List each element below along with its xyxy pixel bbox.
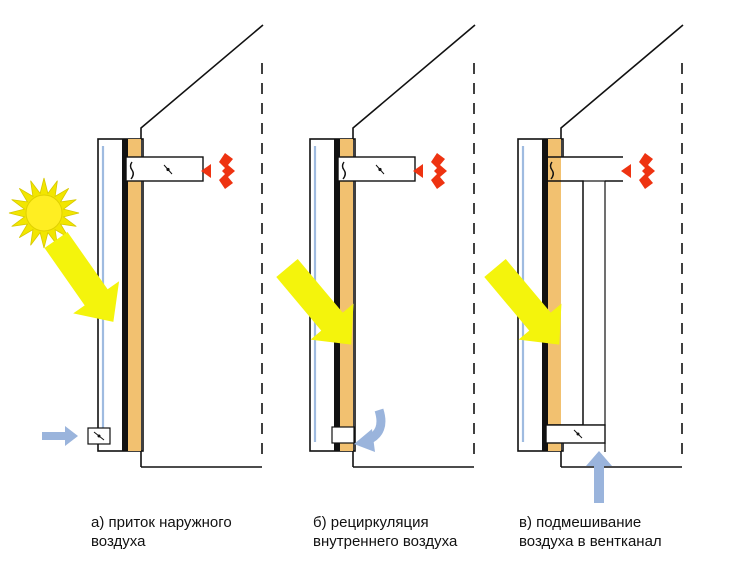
room-air-inlet-arrow-c xyxy=(586,451,612,503)
outside-air-inlet-arrow-a xyxy=(42,426,78,446)
caption-b-line1: б) рециркуляция xyxy=(313,514,429,531)
caption-a: а) приток наружного воздуха xyxy=(91,513,232,551)
panel-a xyxy=(8,24,264,468)
caption-a-line1: а) приток наружного xyxy=(91,514,232,531)
bottom-opening-b xyxy=(331,426,355,444)
caption-a-line2: воздуха xyxy=(91,533,146,550)
caption-b: б) рециркуляция внутреннего воздуха xyxy=(313,513,457,551)
caption-c: в) подмешивание воздуха в вентканал xyxy=(519,513,662,551)
house-outline-a xyxy=(140,24,264,468)
vent-channel-c xyxy=(545,156,623,452)
panel-c xyxy=(473,24,684,503)
upper-duct-a xyxy=(125,156,204,182)
caption-c-line2: воздуха в вентканал xyxy=(519,533,662,550)
sunbeam-arrow-a xyxy=(33,223,137,338)
panel-b xyxy=(265,24,476,468)
warm-air-outlet-arrow-c xyxy=(621,153,655,189)
house-outline-b xyxy=(352,24,476,468)
warm-air-outlet-arrow-a xyxy=(201,153,235,189)
upper-duct-b xyxy=(337,156,416,182)
sun-icon xyxy=(8,177,80,249)
caption-b-line2: внутреннего воздуха xyxy=(313,533,458,550)
recirculation-arrow-b xyxy=(354,408,386,452)
bottom-damper-a xyxy=(87,427,111,445)
caption-c-line1: в) подмешивание xyxy=(519,514,642,531)
sunbeam-arrow-b xyxy=(265,250,373,363)
warm-air-outlet-arrow-b xyxy=(413,153,447,189)
upper-damper-c xyxy=(549,161,554,180)
